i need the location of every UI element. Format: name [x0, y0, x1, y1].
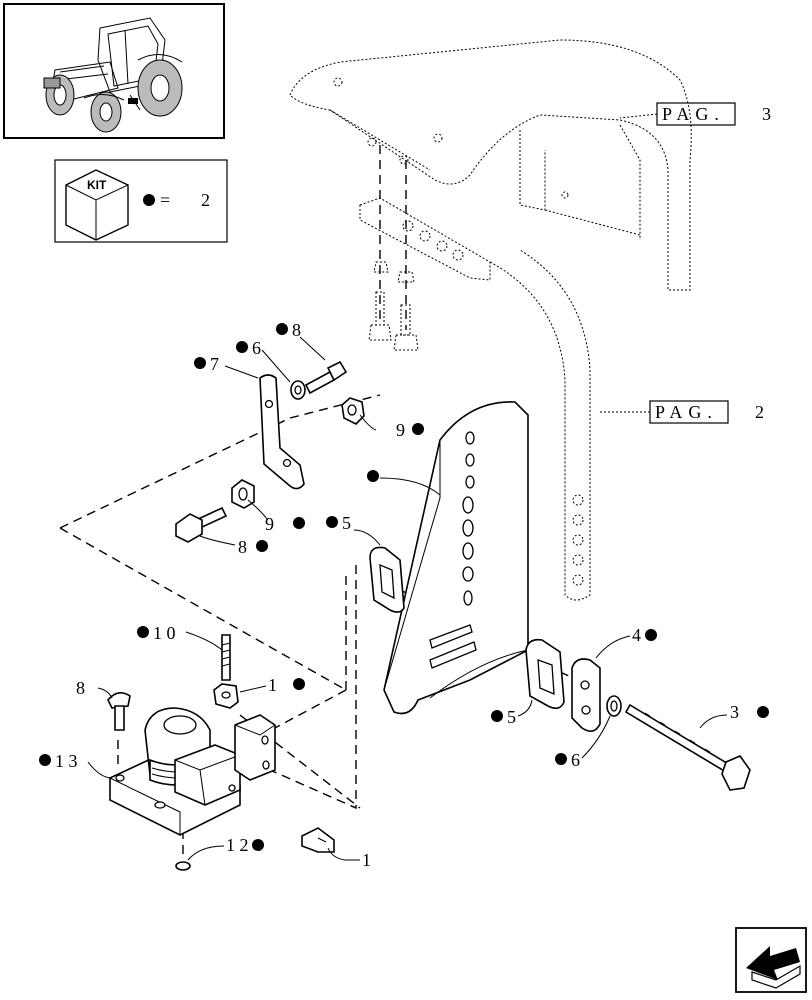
bolt-part-8-top[interactable] [304, 360, 348, 395]
plate-part-7[interactable] [259, 374, 305, 490]
callout-3: 3 [730, 702, 739, 722]
page-ref-number: 3 [762, 104, 771, 124]
page-ref-label: PAG. [655, 402, 718, 422]
fender-outline [289, 39, 692, 601]
callout-10: 1 0 [153, 623, 176, 643]
clip-part-5-lower[interactable] [525, 638, 565, 710]
callout-5-lower: 5 [507, 707, 516, 727]
nut-part-1[interactable] [213, 683, 239, 709]
clip-part-5-upper[interactable] [369, 546, 405, 613]
callout-6-top: 6 [252, 338, 261, 358]
callout-8-top: 8 [292, 320, 301, 340]
callout-13: 1 3 [55, 751, 78, 771]
washer-part-12[interactable] [175, 861, 191, 871]
callout-1-right: 1 [268, 675, 277, 695]
washer-part-6-lower[interactable] [606, 695, 622, 717]
callout-12: 1 2 [226, 835, 249, 855]
page-ref-number: 2 [755, 402, 764, 422]
callout-9-lower: 9 [265, 514, 274, 534]
tractor-thumbnail[interactable] [3, 3, 225, 139]
page-ref-3[interactable]: PAG. 3 [619, 102, 771, 126]
callout-1-bottom: 1 [362, 850, 371, 870]
callouts: 8 6 7 9 9 8 5 4 3 5 6 1 0 1 8 1 3 1 2 1 [39, 320, 769, 870]
bolt-part-3-long[interactable] [624, 703, 751, 791]
page-ref-2[interactable]: PAG. 2 [598, 400, 764, 424]
kit-legend: KIT = 2 [54, 159, 228, 243]
kit-cube-icon [65, 169, 129, 241]
leader-lines [87, 336, 728, 861]
callout-8-left: 8 [76, 678, 85, 698]
hitch-assembly-part-13[interactable] [109, 707, 276, 836]
next-page-arrow-icon[interactable] [735, 927, 807, 993]
main-bracket-part[interactable] [383, 401, 529, 715]
bullet-icon [143, 194, 155, 206]
page-ref-label: PAG. [662, 104, 725, 124]
callout-9-upper: 9 [396, 420, 405, 440]
plate-part-4[interactable] [571, 658, 601, 732]
stud-part-10[interactable] [221, 634, 231, 681]
callout-4: 4 [632, 625, 641, 645]
bolt-part-8-left[interactable] [107, 692, 131, 731]
kit-equals: = [160, 190, 170, 210]
bolt-part-8-mid[interactable] [175, 506, 228, 543]
callout-8-mid: 8 [238, 537, 247, 557]
kit-label: KIT [87, 178, 107, 192]
callout-7: 7 [210, 354, 219, 374]
callout-5-upper: 5 [342, 513, 351, 533]
nut-part-9-lower[interactable] [231, 479, 255, 509]
nut-part-9-upper[interactable] [341, 397, 365, 425]
callout-6-lower: 6 [571, 750, 580, 770]
kit-value: 2 [201, 190, 210, 210]
clip-part-1-bottom[interactable] [301, 827, 335, 853]
